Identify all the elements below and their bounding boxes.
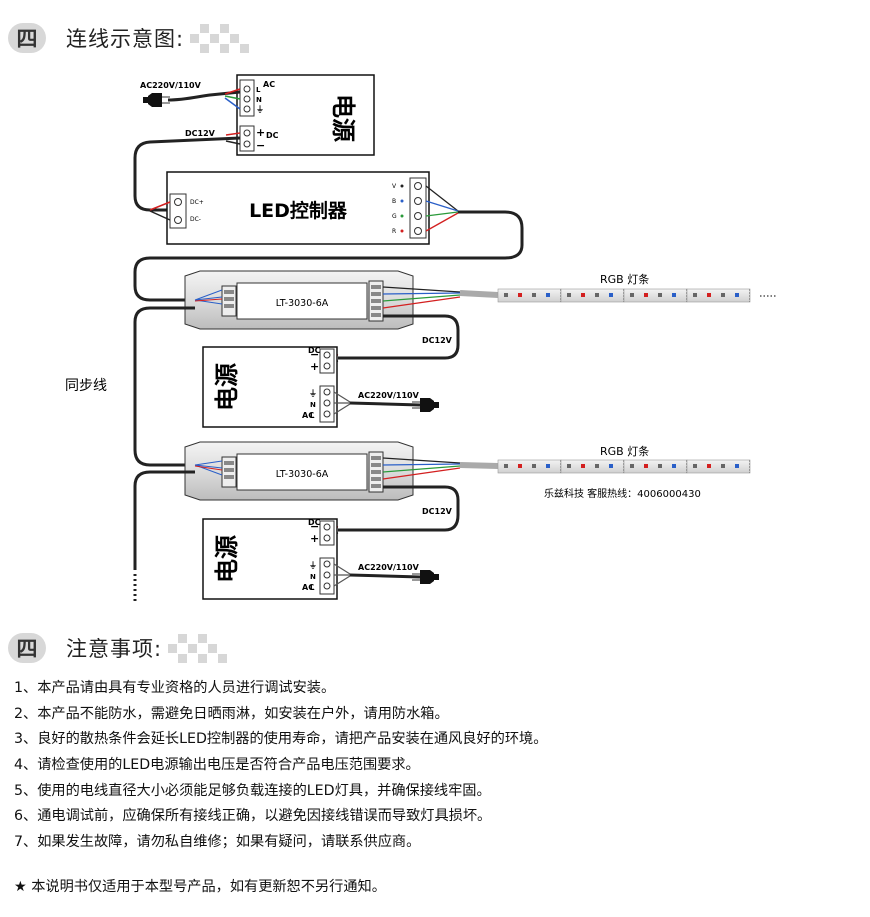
wiring-diagram: 电源 AC L N ⏚ + − DC AC220V/110V DC12V LED… [65, 74, 776, 602]
psu2-plus: + [310, 360, 319, 373]
controller-label: LED控制器 [249, 199, 348, 222]
note-item: 4、请检查使用的LED电源输出电压是否符合产品电压范围要求。 [14, 757, 420, 774]
note-item: 7、如果发生故障，请勿私自维修；如果有疑问，请联系供应商。 [14, 834, 421, 851]
psu3-ac-input: AC220V/110V [358, 563, 420, 572]
psu-top-ac-label: AC [263, 80, 275, 89]
note-item: 6、通电调试前，应确保所有接线正确，以避免因接线错误而导致灯具损坏。 [14, 808, 492, 825]
section-title: 注意事项: [66, 637, 163, 661]
led-controller: LED控制器 DC+ DC- V B G R [166, 171, 430, 245]
psu2-label: 电源 [213, 363, 241, 411]
psu-top-n: N [256, 96, 262, 104]
controller-in-plus: DC+ [190, 199, 204, 206]
amplifier-1: LT-3030-6A [184, 270, 414, 330]
footer-disclaimer: ★ 本说明书仅适用于本型号产品，如有更新恕不另行通知。 [14, 879, 386, 895]
psu-top-plus: + [256, 126, 265, 139]
section-badge: 四 [8, 23, 46, 53]
hotline-text: 乐兹科技 客服热线：4006000430 [544, 487, 701, 500]
header-decoration [168, 633, 228, 663]
controller-ch-b: B [392, 198, 396, 205]
psu3-n: N [310, 573, 316, 581]
psu2-dc: DC [308, 346, 321, 355]
header-decoration [190, 23, 250, 53]
psu2-ac-input: AC220V/110V [358, 391, 420, 400]
controller-ch-v: V [392, 183, 397, 190]
psu3-l: L [310, 584, 315, 592]
psu2-minus: − [310, 348, 319, 361]
psu3-earth: ⏚ [309, 561, 317, 570]
rgb-strip-1 [497, 288, 776, 303]
psu2-l: L [310, 412, 315, 420]
psu3-minus: − [310, 520, 319, 533]
psu3-ac: AC [302, 583, 314, 592]
power-supply-2: 电源 DC − + ⏚ N L AC [202, 346, 338, 428]
section-badge: 四 [8, 633, 46, 663]
amplifier-2: LT-3030-6A [184, 441, 414, 501]
ac-plug-icon [143, 93, 170, 107]
note-item: 5、使用的电线直径大小必须能足够负载连接的LED灯具，并确保接线牢固。 [14, 782, 491, 799]
amp1-dc-label: DC12V [422, 336, 453, 345]
sync-line-label: 同步线 [65, 378, 107, 394]
note-item: 3、良好的散热条件会延长LED控制器的使用寿命，请把产品安装在通风良好的环境。 [14, 731, 548, 748]
psu-top-label: 电源 [329, 94, 357, 142]
psu-top-dc-label: DC [266, 131, 279, 140]
amp2-model: LT-3030-6A [276, 469, 329, 480]
controller-ch-g: G [392, 213, 397, 220]
strip-2-label: RGB 灯条 [600, 444, 649, 458]
amp1-model: LT-3030-6A [276, 298, 329, 309]
psu2-ac: AC [302, 411, 314, 420]
psu-top-ac-input-label: AC220V/110V [140, 81, 202, 90]
psu-top-l: L [256, 86, 261, 94]
note-item: 1、本产品请由具有专业资格的人员进行调试安装。 [14, 680, 336, 696]
power-supply-3: 电源 DC − + ⏚ N L AC [202, 518, 338, 600]
controller-in-minus: DC- [190, 216, 201, 223]
psu2-earth: ⏚ [309, 389, 317, 398]
psu-top-earth: ⏚ [256, 105, 264, 114]
psu-top-dc-output-label: DC12V [185, 129, 216, 138]
strip-1-label: RGB 灯条 [600, 272, 649, 286]
note-item: 2、本产品不能防水，需避免日晒雨淋，如安装在户外，请用防水箱。 [14, 705, 449, 722]
psu3-label: 电源 [213, 535, 241, 583]
rgb-strip-2 [497, 459, 751, 474]
psu3-plus: + [310, 532, 319, 545]
psu3-dc: DC [308, 518, 321, 527]
section-header-notes: 四 注意事项: [8, 630, 228, 666]
section-title: 连线示意图: [66, 27, 185, 51]
amp2-dc-label: DC12V [422, 507, 453, 516]
psu-top-minus: − [256, 139, 265, 152]
section-header-wiring: 四 连线示意图: [8, 20, 250, 56]
notes-list: 1、本产品请由具有专业资格的人员进行调试安装。 2、本产品不能防水，需避免日晒雨… [14, 676, 547, 856]
controller-ch-r: R [392, 228, 396, 235]
psu2-n: N [310, 401, 316, 409]
power-supply-top: 电源 AC L N ⏚ + − DC [236, 74, 375, 156]
